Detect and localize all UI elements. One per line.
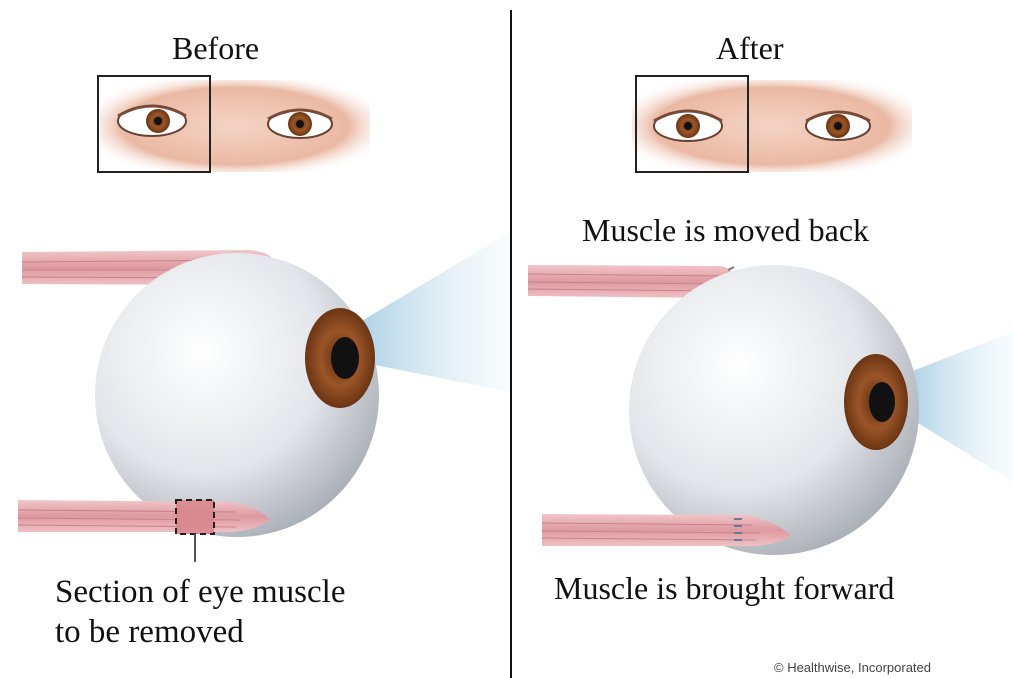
after-bottom-muscle — [542, 514, 792, 546]
before-face-eyes — [98, 76, 370, 172]
after-top-label: Muscle is moved back — [582, 210, 869, 250]
copyright-credit: © Healthwise, Incorporated — [774, 660, 931, 675]
before-panel: Before Section of eye muscle to be remov… — [0, 0, 510, 678]
before-caption-line-1: Section of eye muscle — [55, 572, 346, 612]
before-light-cone — [360, 232, 510, 392]
after-pupil — [869, 382, 895, 422]
after-panel: After Muscle is moved back Muscle is bro… — [512, 0, 1013, 678]
after-left-eye — [654, 111, 722, 141]
before-right-eye — [268, 110, 332, 138]
before-left-eye — [118, 106, 186, 136]
after-right-eye — [806, 112, 870, 140]
before-title: Before — [172, 30, 259, 66]
after-light-cone — [910, 332, 1013, 482]
before-caption-line-2: to be removed — [55, 612, 244, 652]
after-face-eyes — [632, 76, 912, 172]
before-pupil — [331, 337, 359, 379]
after-bottom-label: Muscle is brought forward — [554, 568, 894, 608]
after-title: After — [716, 30, 784, 66]
